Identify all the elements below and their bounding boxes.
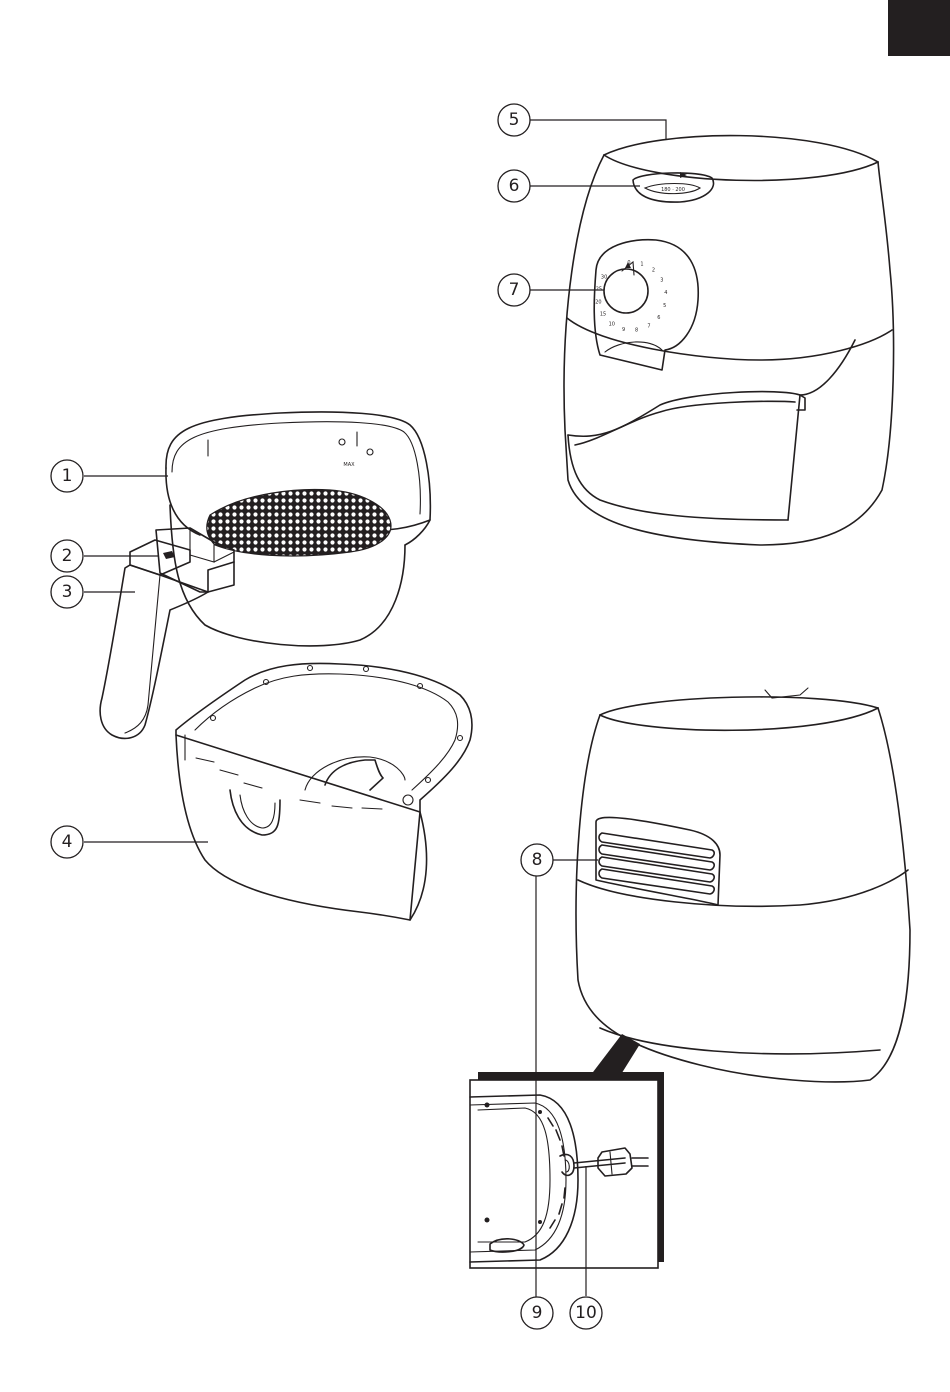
dial-number: 20 <box>595 300 601 306</box>
temperature-window-text: 180 · 200 <box>661 187 685 193</box>
dial-number: 6 <box>657 315 660 321</box>
basket-max-marking: MAX <box>343 462 355 468</box>
airfryer-back-view <box>576 688 910 1082</box>
callout-1: 1 <box>51 460 83 492</box>
dial-number: 4 <box>664 290 667 296</box>
dial-number: 0 <box>627 260 630 266</box>
basket-mesh <box>207 490 391 556</box>
callout-6: 6 <box>498 170 530 202</box>
dial-number: 30 <box>601 275 607 281</box>
language-tab <box>888 0 950 56</box>
dial-number: 8 <box>635 328 638 334</box>
pan <box>176 663 472 920</box>
dial-number: 10 <box>609 321 615 327</box>
airfryer-front-view: 180 · 200 <box>564 136 893 545</box>
dial-number: 15 <box>600 312 606 318</box>
svg-text:10: 10 <box>575 1303 597 1323</box>
svg-text:9: 9 <box>532 1303 543 1323</box>
callout-10: 10 <box>570 1297 602 1329</box>
svg-text:6: 6 <box>509 176 520 196</box>
callout-9: 9 <box>521 1297 553 1329</box>
callout-3: 3 <box>51 576 83 608</box>
svg-text:5: 5 <box>509 110 520 130</box>
callout-2: 2 <box>51 540 83 572</box>
dial-number: 3 <box>660 278 663 284</box>
dial-number: 5 <box>663 303 666 309</box>
svg-text:2: 2 <box>62 546 73 566</box>
callout-7: 7 <box>498 274 530 306</box>
callout-5: 5 <box>498 104 530 136</box>
svg-text:4: 4 <box>62 832 73 852</box>
basket: MAX <box>100 412 430 738</box>
svg-text:8: 8 <box>532 850 543 870</box>
svg-text:1: 1 <box>62 466 73 486</box>
bottom-view-inset <box>470 1034 664 1268</box>
dial-number: 1 <box>640 262 643 268</box>
callout-8: 8 <box>521 844 553 876</box>
callout-4: 4 <box>51 826 83 858</box>
svg-text:3: 3 <box>62 582 73 602</box>
dial-number: 7 <box>647 323 650 329</box>
dial-number: 9 <box>622 327 625 333</box>
svg-text:7: 7 <box>509 280 520 300</box>
dial-number: 2 <box>652 268 655 274</box>
